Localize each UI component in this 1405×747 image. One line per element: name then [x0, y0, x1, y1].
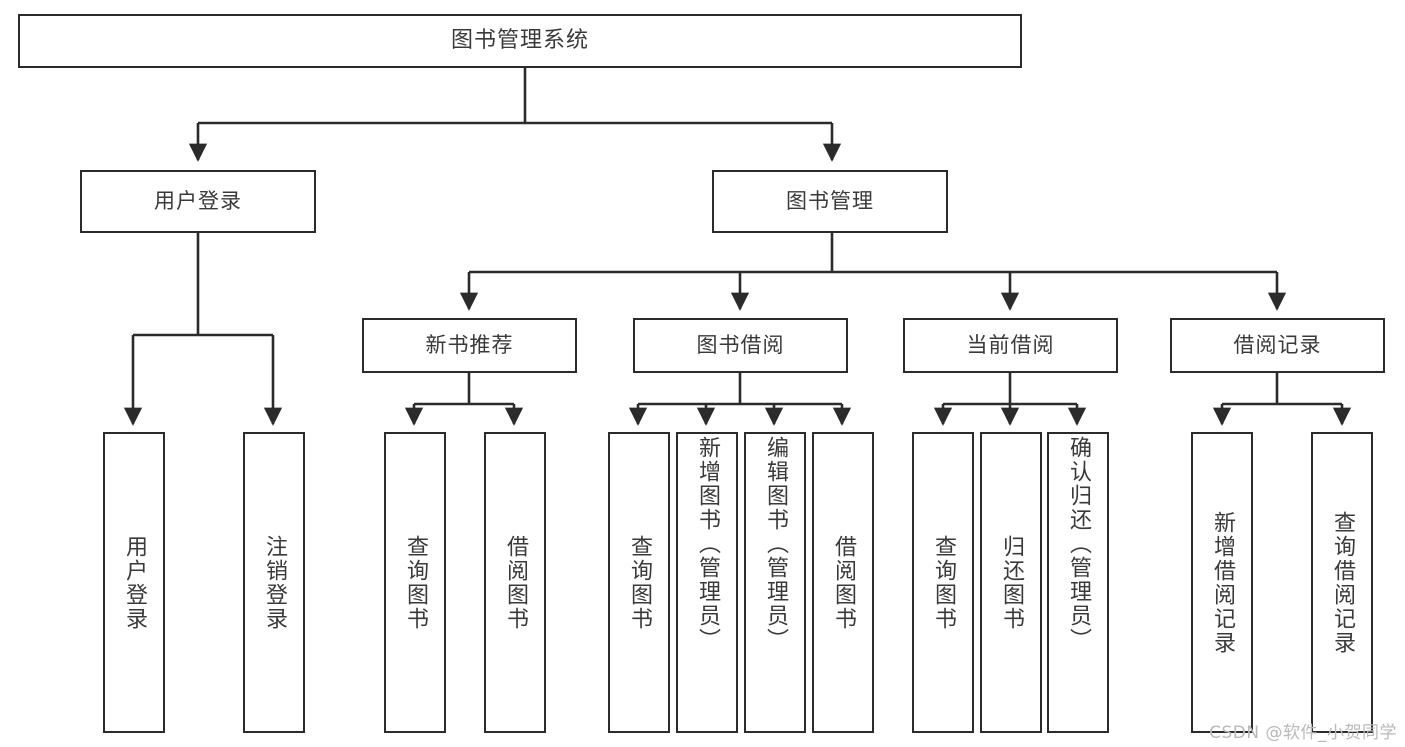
- node-leaf-return-book[interactable]: 归还图书: [980, 432, 1042, 733]
- node-leaf-query-book-1[interactable]: 查询图书: [384, 432, 446, 733]
- node-leaf-query-record[interactable]: 查询借阅记录: [1311, 432, 1373, 733]
- node-leaf-user-login[interactable]: 用户登录: [103, 432, 165, 733]
- node-leaf-user-login-label: 用户登录: [121, 534, 147, 631]
- node-borrow-record-label: 借阅记录: [1233, 332, 1322, 357]
- node-new-book-recommend[interactable]: 新书推荐: [362, 318, 577, 373]
- node-new-book-recommend-label: 新书推荐: [425, 332, 514, 357]
- node-leaf-borrow-book-2-label: 借阅图书: [830, 534, 856, 631]
- node-leaf-edit-book-label: 编辑图书（管理员）: [762, 436, 788, 652]
- node-leaf-add-book-label: 新增图书（管理员）: [694, 436, 720, 652]
- node-user-login-label: 用户登录: [154, 188, 242, 213]
- node-leaf-user-logout[interactable]: 注销登录: [243, 432, 305, 733]
- node-leaf-query-book-3-label: 查询图书: [930, 534, 956, 631]
- node-leaf-borrow-book-2[interactable]: 借阅图书: [812, 432, 874, 733]
- node-leaf-query-book-2-label: 查询图书: [626, 534, 652, 631]
- node-leaf-borrow-book-1[interactable]: 借阅图书: [484, 432, 546, 733]
- node-borrow-record[interactable]: 借阅记录: [1170, 318, 1385, 373]
- node-leaf-add-book[interactable]: 新增图书（管理员）: [676, 432, 738, 733]
- node-user-login[interactable]: 用户登录: [80, 170, 316, 233]
- node-leaf-query-book-2[interactable]: 查询图书: [608, 432, 670, 733]
- node-current-borrow-label: 当前借阅: [966, 332, 1055, 357]
- node-leaf-query-book-3[interactable]: 查询图书: [912, 432, 974, 733]
- node-book-borrow-label: 图书借阅: [696, 332, 785, 357]
- node-leaf-borrow-book-1-label: 借阅图书: [502, 534, 528, 631]
- node-leaf-confirm-return[interactable]: 确认归还（管理员）: [1047, 432, 1109, 733]
- node-leaf-query-book-1-label: 查询图书: [402, 534, 428, 631]
- node-leaf-add-record-label: 新增借阅记录: [1209, 510, 1235, 655]
- node-book-manage[interactable]: 图书管理: [712, 170, 948, 233]
- node-leaf-add-record[interactable]: 新增借阅记录: [1191, 432, 1253, 733]
- node-leaf-return-book-label: 归还图书: [998, 534, 1024, 631]
- node-leaf-edit-book[interactable]: 编辑图书（管理员）: [744, 432, 806, 733]
- node-book-manage-label: 图书管理: [786, 188, 874, 213]
- node-leaf-confirm-return-label: 确认归还（管理员）: [1065, 436, 1091, 652]
- node-root-label: 图书管理系统: [450, 27, 589, 53]
- node-root[interactable]: 图书管理系统: [18, 14, 1022, 68]
- node-current-borrow[interactable]: 当前借阅: [903, 318, 1118, 373]
- node-leaf-user-logout-label: 注销登录: [261, 534, 287, 631]
- watermark-text: CSDN @软件_小贺同学: [1209, 723, 1397, 743]
- node-leaf-query-record-label: 查询借阅记录: [1329, 510, 1355, 655]
- node-book-borrow[interactable]: 图书借阅: [633, 318, 848, 373]
